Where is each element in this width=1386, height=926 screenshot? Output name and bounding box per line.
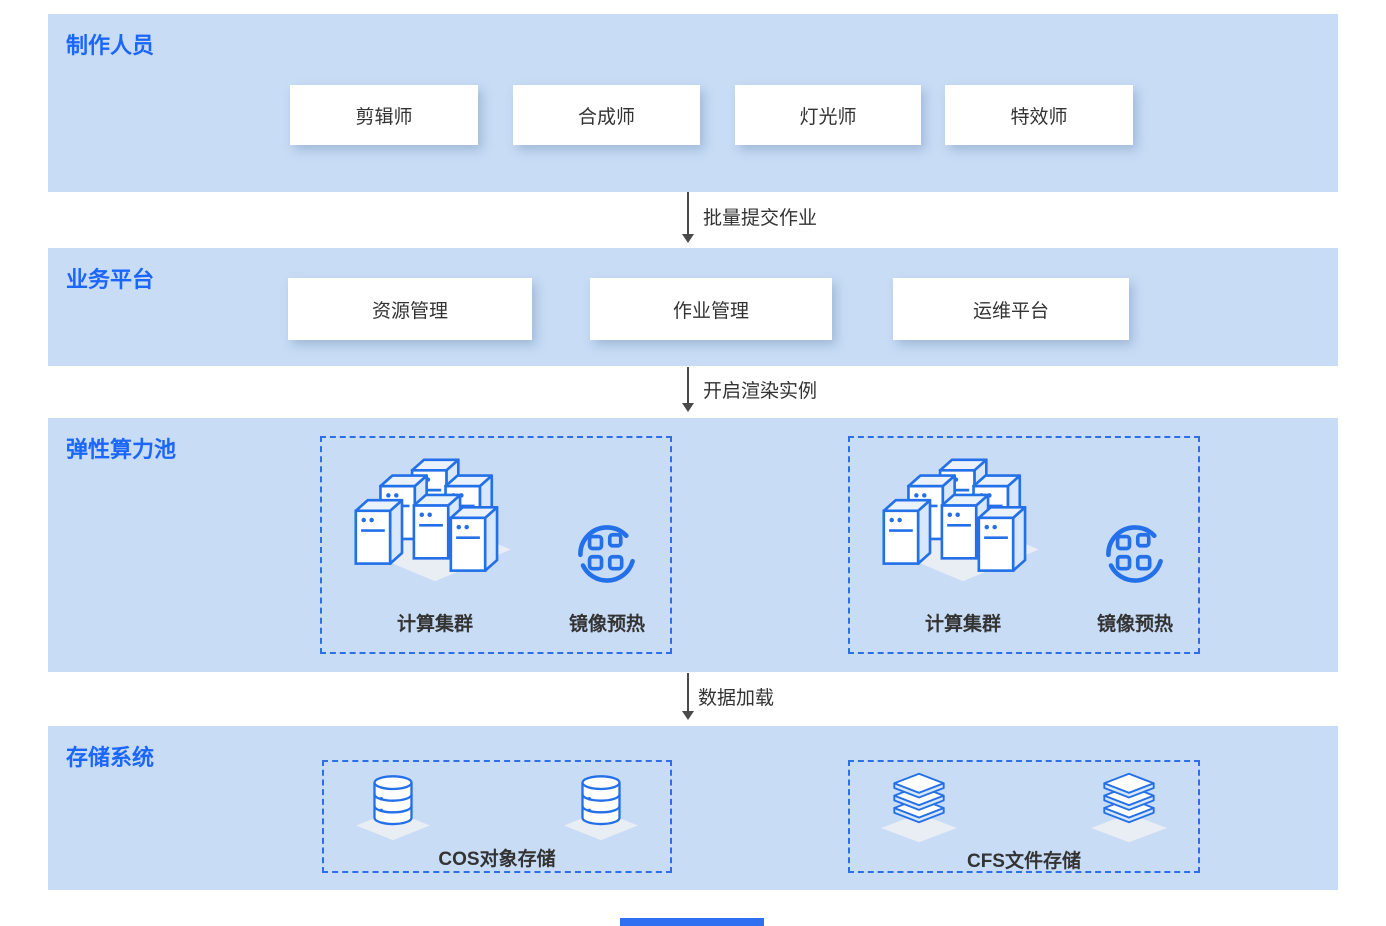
image-prewarm-right: 镜像预热	[1097, 521, 1173, 636]
module-box-job: 作业管理	[590, 278, 832, 340]
image-prewarm-label: 镜像预热	[1096, 614, 1173, 635]
compute-cluster-label: 计算集群	[396, 614, 473, 635]
image-prewarm-left: 镜像预热	[569, 521, 645, 636]
compute-pool-left: 计算集群 镜像预热	[320, 436, 672, 654]
cfs-storage-label: CFS文件存储	[966, 851, 1081, 872]
role-label-editor: 剪辑师	[355, 106, 413, 128]
role-label-lighting: 灯光师	[799, 106, 857, 128]
role-label-vfx: 特效师	[1010, 106, 1068, 128]
role-label-compositor: 合成师	[577, 106, 635, 128]
role-box-compositor: 合成师	[513, 85, 700, 145]
cfs-storage-icon	[879, 770, 959, 846]
flow-arrow-2-head	[682, 403, 694, 412]
module-label-ops: 运维平台	[972, 300, 1049, 322]
band-compute	[48, 418, 1338, 672]
flow-label-3: 数据加载	[698, 688, 775, 709]
band-title-storage: 存储系统	[66, 745, 155, 770]
compute-cluster-left: 计算集群	[347, 449, 523, 636]
role-box-vfx: 特效师	[945, 85, 1133, 145]
compute-cluster-icon	[347, 449, 523, 599]
module-box-ops: 运维平台	[893, 278, 1129, 340]
flow-arrow-3-head	[682, 711, 694, 720]
module-box-resource: 资源管理	[288, 278, 532, 340]
storage-box-cos: COS对象存储	[322, 760, 672, 873]
compute-cluster-right: 计算集群	[875, 449, 1051, 636]
cfs-storage-icon	[1089, 770, 1169, 846]
flow-arrow-1	[687, 192, 689, 234]
bottom-accent-bar	[620, 918, 764, 926]
storage-box-cfs: CFS文件存储	[848, 760, 1200, 873]
role-box-lighting: 灯光师	[735, 85, 921, 145]
band-title-compute: 弹性算力池	[66, 437, 177, 462]
cos-storage-label: COS对象存储	[438, 849, 556, 870]
role-box-editor: 剪辑师	[290, 85, 478, 145]
flow-arrow-3	[687, 673, 689, 711]
flow-label-2: 开启渲染实例	[703, 381, 818, 402]
band-title-production: 制作人员	[66, 33, 155, 58]
module-label-job: 作业管理	[672, 300, 749, 322]
compute-cluster-icon	[875, 449, 1051, 599]
cos-storage-icon	[562, 770, 640, 844]
compute-cluster-label: 计算集群	[924, 614, 1001, 635]
image-prewarm-label: 镜像预热	[568, 614, 645, 635]
compute-pool-right: 计算集群 镜像预热	[848, 436, 1200, 654]
flow-arrow-2	[687, 367, 689, 403]
flow-label-1: 批量提交作业	[703, 208, 818, 229]
image-prewarm-icon	[1102, 521, 1168, 587]
module-label-resource: 资源管理	[371, 300, 448, 322]
cos-storage-icon	[354, 770, 432, 844]
flow-arrow-1-head	[682, 234, 694, 243]
band-title-platform: 业务平台	[66, 267, 155, 292]
image-prewarm-icon	[574, 521, 640, 587]
